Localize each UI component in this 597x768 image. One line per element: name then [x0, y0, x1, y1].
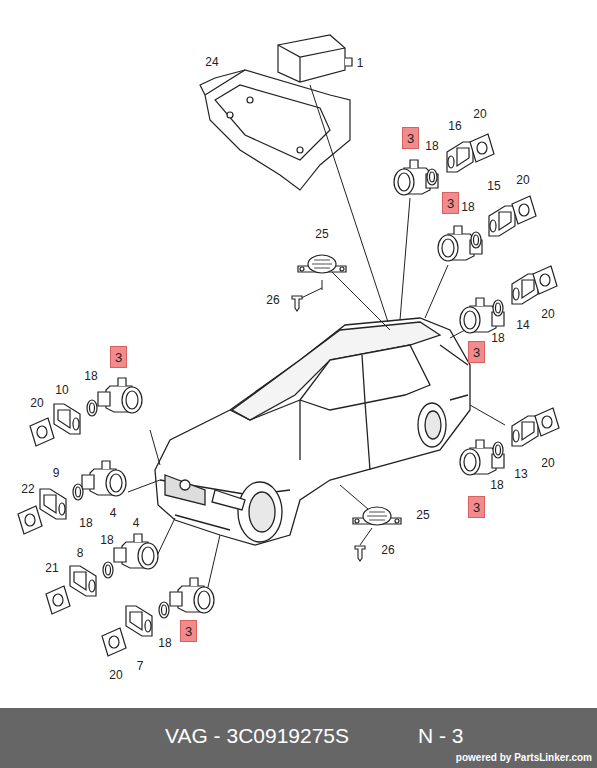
callout-number: 26	[381, 544, 394, 556]
callout-number: 3	[473, 345, 480, 360]
callout-box: 3	[442, 192, 459, 214]
callout-number: 1	[357, 57, 364, 69]
callout-number: 25	[416, 509, 429, 521]
callout-number: 9	[53, 467, 60, 479]
callout-number: 16	[448, 120, 461, 132]
callout-box: 3	[402, 127, 419, 149]
callout-number: 20	[30, 397, 43, 409]
callout-number: 3	[473, 500, 480, 515]
callout-number: 3	[115, 350, 122, 365]
callout-number: 18	[100, 534, 113, 546]
callout-box: 3	[468, 341, 485, 363]
callout-number: 15	[487, 180, 500, 192]
callout-number: 7	[137, 660, 144, 672]
part-number: N - 3	[418, 724, 464, 748]
callout-number: 24	[205, 56, 218, 68]
callout-number: 25	[315, 228, 328, 240]
part-number: VAG - 3C0919275S	[165, 724, 349, 748]
callout-box: 3	[468, 496, 485, 518]
callout-box: 3	[110, 346, 127, 368]
footer-band: VAG - 3C0919275S N - 3 powered by PartsLin…	[0, 708, 597, 768]
callout-number: 20	[109, 669, 122, 681]
callout-number: 4	[133, 517, 140, 529]
callout-number: 18	[158, 637, 171, 649]
callout-number: 18	[490, 479, 503, 491]
callout-number: 18	[84, 370, 97, 382]
callout-number: 4	[110, 507, 117, 519]
callout-number: 21	[45, 562, 58, 574]
callout-number: 20	[473, 108, 486, 120]
callout-box: 3	[180, 620, 197, 642]
callout-number: 14	[516, 319, 529, 331]
callout-number: 26	[266, 294, 279, 306]
callout-number: 3	[447, 196, 454, 211]
callout-number: 20	[541, 308, 554, 320]
callout-number: 18	[491, 332, 504, 344]
callout-number: 13	[514, 468, 527, 480]
callout-number: 10	[55, 384, 68, 396]
callout-number: 18	[79, 517, 92, 529]
callout-number: 18	[425, 140, 438, 152]
callout-number: 20	[541, 457, 554, 469]
callout-number: 20	[516, 174, 529, 186]
watermark: powered by PartsLinker.com	[456, 752, 592, 763]
callout-number: 8	[77, 547, 84, 559]
callout-number: 22	[21, 483, 34, 495]
callout-number: 3	[185, 624, 192, 639]
callout-number: 3	[407, 131, 414, 146]
callout-number: 18	[461, 201, 474, 213]
